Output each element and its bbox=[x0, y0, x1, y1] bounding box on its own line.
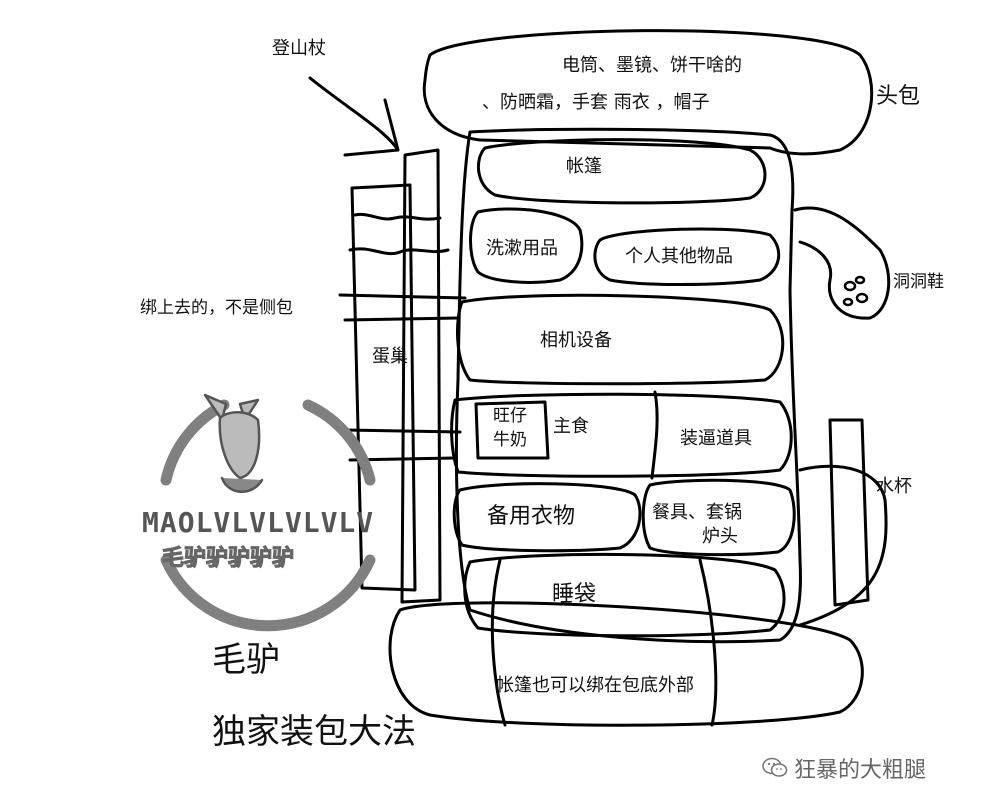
camera-outline bbox=[455, 293, 785, 386]
head-pack-contents-line2: 、防晒霜，手套 雨衣 ，帽子 bbox=[482, 92, 710, 113]
snack-box-outline bbox=[474, 400, 550, 460]
logo-text: MAOLVLVLVLVLV bbox=[142, 506, 375, 539]
water-cup-strap bbox=[798, 464, 888, 627]
egg-nest-label: 蛋巢 bbox=[372, 346, 408, 367]
clothes-outline bbox=[452, 482, 642, 553]
spare-clothes-label: 备用衣物 bbox=[487, 504, 576, 529]
watermark-name: 狂暴的大粗腿 bbox=[794, 758, 927, 783]
bottom-tent-line bbox=[490, 558, 718, 727]
main-pack-outline bbox=[454, 127, 802, 644]
snack-label-line2: 牛奶 bbox=[493, 430, 527, 450]
gear-label: 装逼道具 bbox=[680, 428, 752, 449]
crocs-outline bbox=[793, 206, 891, 320]
strapped-note-label: 绑上去的，不是侧包 bbox=[140, 298, 293, 318]
tent-outline bbox=[476, 138, 767, 205]
trekking-pole bbox=[400, 148, 442, 604]
head-pack-contents-line1: 电筒、墨镜、饼干啥的 bbox=[562, 55, 742, 76]
food-section-outline bbox=[450, 392, 793, 478]
croc-hole bbox=[843, 280, 857, 292]
donkey-icon bbox=[203, 393, 264, 493]
head-pack-label: 头包 bbox=[876, 84, 921, 109]
wechat-watermark: 狂暴的大粗腿 bbox=[762, 752, 926, 784]
cookware-label-line1: 餐具、套锅 bbox=[652, 502, 742, 523]
crocs-label: 洞洞鞋 bbox=[893, 272, 944, 292]
water-cup-outline bbox=[828, 418, 870, 607]
egg-nest-waves bbox=[338, 212, 467, 462]
sleeping-bag-outline bbox=[463, 552, 786, 638]
toiletries-label: 洗漱用品 bbox=[486, 238, 558, 259]
head-pack-outline bbox=[422, 29, 874, 156]
croc-hole bbox=[855, 292, 869, 304]
author-label: 毛驴 bbox=[212, 640, 280, 680]
logo-text-cn: 毛驴驴驴驴驴 bbox=[161, 546, 295, 572]
staple-food-label: 主食 bbox=[553, 416, 589, 437]
cookware-label-line2: 炉头 bbox=[702, 526, 738, 547]
food-divider bbox=[650, 390, 659, 480]
pole-arrow bbox=[308, 76, 400, 157]
croc-hole bbox=[842, 297, 854, 307]
wechat-icon bbox=[762, 757, 788, 777]
tent-label: 帐篷 bbox=[566, 156, 602, 177]
snack-label-line1: 旺仔 bbox=[493, 406, 527, 426]
method-title: 独家装包大法 bbox=[212, 712, 416, 752]
cookware-outline bbox=[641, 478, 796, 557]
water-cup-label: 水杯 bbox=[876, 476, 912, 497]
camera-label: 相机设备 bbox=[540, 330, 612, 351]
croc-hole bbox=[854, 275, 866, 285]
sleeping-bag-label: 睡袋 bbox=[552, 582, 597, 607]
personal-items-label: 个人其他物品 bbox=[625, 246, 733, 267]
trekking-pole-label: 登山杖 bbox=[272, 38, 326, 59]
personal-items-outline bbox=[593, 227, 781, 286]
bottom-tent-label: 帐篷也可以绑在包底外部 bbox=[496, 675, 694, 696]
toiletries-outline bbox=[469, 207, 584, 284]
bottom-tent-outline bbox=[388, 601, 864, 727]
